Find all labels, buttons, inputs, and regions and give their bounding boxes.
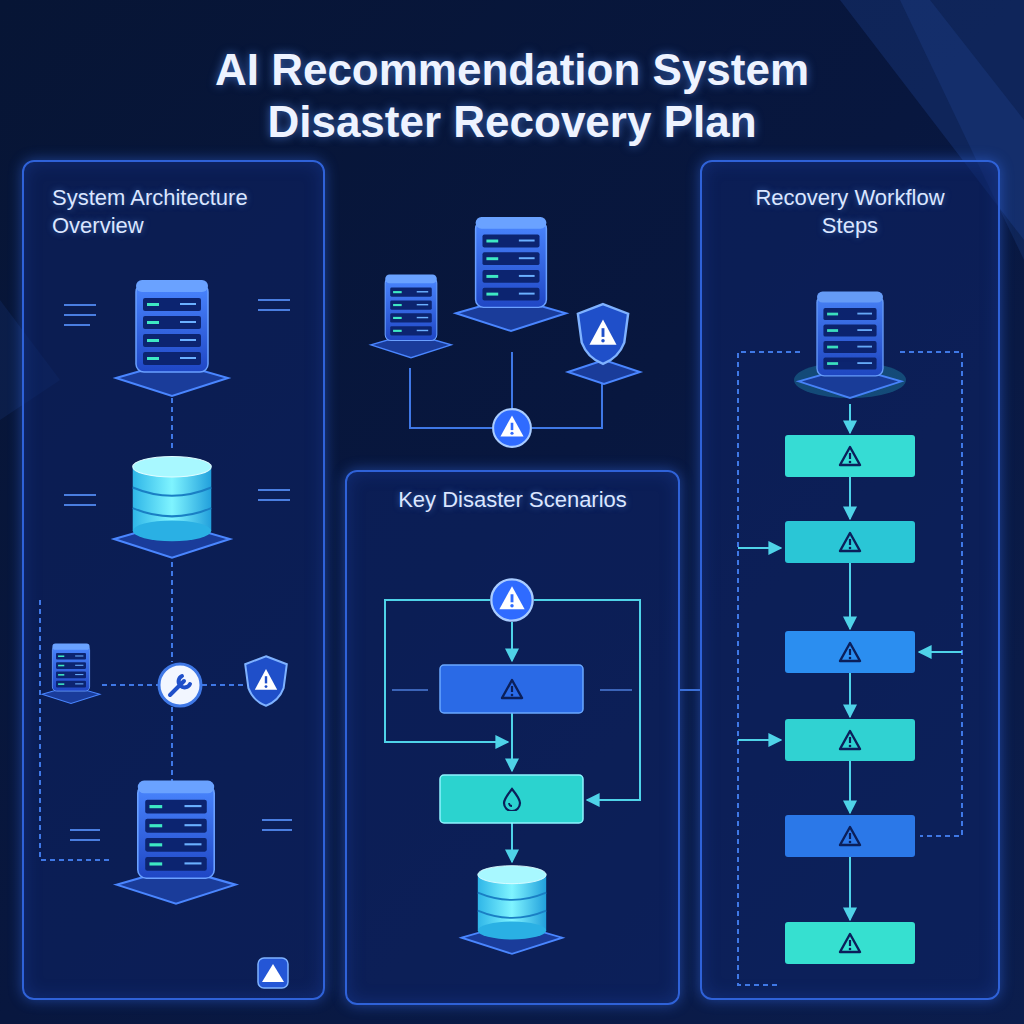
platform [568,360,640,384]
panel-heading: Key Disaster Scenarios [363,486,662,514]
alert-cluster-art [371,217,640,447]
panel: Recovery Workflow Steps [700,160,1000,1000]
wire [410,352,602,428]
connector [680,689,700,691]
panel: Key Disaster Scenarios [345,470,680,1005]
wire [410,368,492,428]
diagram-title: AI Recommendation System Disaster Recove… [132,44,892,148]
shield-icon [578,304,628,364]
wire [511,352,513,408]
server-stack [371,275,451,358]
panel-heading: Recovery Workflow Steps [732,184,968,240]
server-stack [456,217,566,331]
warning-circle [493,409,531,447]
panel-heading: System Architecture Overview [52,184,283,240]
panel: System Architecture Overview [22,160,325,1000]
wire [532,368,602,428]
